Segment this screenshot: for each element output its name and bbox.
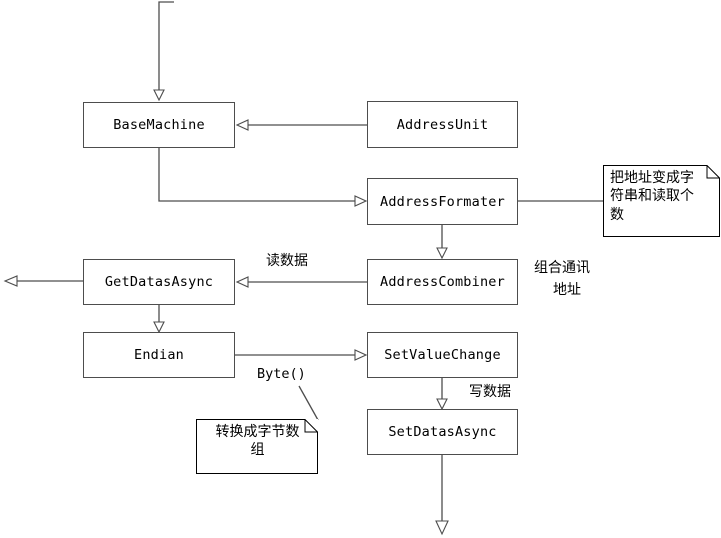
node-address-formater[interactable]: AddressFormater [367,178,518,225]
node-label: SetValueChange [384,347,501,363]
node-label: SetDatasAsync [388,424,497,440]
node-address-unit[interactable]: AddressUnit [367,101,518,148]
node-get-datas-async[interactable]: GetDatasAsync [83,259,235,305]
node-label: AddressFormater [380,193,505,210]
node-label: BaseMachine [113,117,205,133]
note-shape [196,419,318,474]
edge-set-value-change-to-set-datas [436,378,448,411]
node-endian[interactable]: Endian [83,332,235,378]
edge-endian-to-set-value-change [235,349,368,361]
edge-entry-to-base-machine [153,1,174,102]
node-set-value-change[interactable]: SetValueChange [367,332,518,378]
edge-get-datas-async-to-exit [3,275,83,287]
edge-base-machine-to-address-formater [158,148,368,207]
node-base-machine[interactable]: BaseMachine [83,102,235,148]
node-label: GetDatasAsync [104,274,214,290]
note-line: 数 [610,206,624,223]
edge-label-read-data: 读数据 [266,253,308,269]
edge-address-unit-to-base-machine [235,119,367,131]
note-line: 把地址变成字 [610,170,694,186]
node-set-datas-async[interactable]: SetDatasAsync [367,409,518,455]
note-line: 转换成字节数 [215,424,300,440]
note-text: 转换成字节数 组 [203,423,312,460]
note-line: 组 [250,442,265,459]
edge-label-combine-address-line2: 地址 [553,282,581,298]
note-shape [603,165,720,237]
edge-get-datas-async-to-endian [153,305,165,334]
note-byte-array-description[interactable]: 转换成字节数 组 [196,419,318,474]
edge-set-datas-async-to-exit [435,455,449,536]
edge-address-formater-to-combiner [436,225,448,260]
edge-label-byte-array: Byte() [257,366,306,382]
node-label: AddressUnit [396,116,489,133]
note-text: 把地址变成字 符串和读取个 数 [610,169,714,224]
node-label: AddressCombiner [380,274,505,290]
edge-combiner-to-get-datas-async [235,276,367,288]
edge-note-bytes-to-byte-label [298,385,319,421]
node-address-combiner[interactable]: AddressCombiner [367,259,518,305]
note-line: 符串和读取个 [610,188,694,205]
node-label: Endian [134,347,184,363]
edge-label-write-data: 写数据 [469,384,511,400]
edge-label-combine-address-line1: 组合通讯 [534,260,590,276]
note-address-description[interactable]: 把地址变成字 符串和读取个 数 [603,165,720,237]
